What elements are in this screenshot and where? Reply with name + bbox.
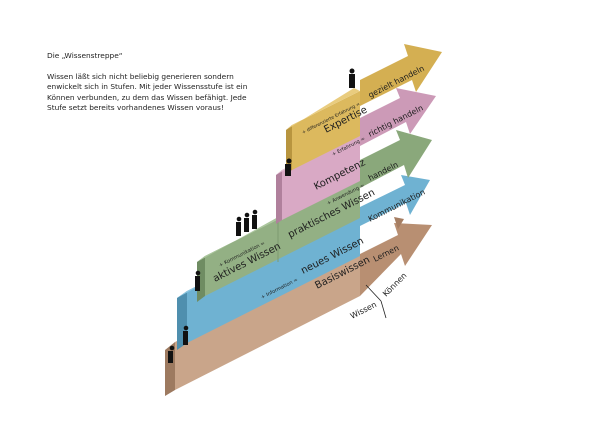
arrow-lernen-shape xyxy=(360,223,432,296)
person-icon xyxy=(285,158,292,176)
block-expertise xyxy=(292,91,360,170)
block-basiswissen xyxy=(175,248,360,390)
axis-label-koennen: Können xyxy=(381,271,408,298)
person-icon xyxy=(236,216,242,236)
step-expertise xyxy=(286,44,442,174)
people-figures xyxy=(168,68,355,363)
person-icon xyxy=(244,212,250,232)
intro-paragraph: Wissen läßt sich nicht beliebig generier… xyxy=(47,71,248,113)
intro-text-block: Die „Wissenstreppe“ Wissen läßt sich nic… xyxy=(47,51,267,124)
person-icon xyxy=(349,68,355,88)
axis-label-wissen: Wissen xyxy=(349,300,378,321)
person-icon xyxy=(252,209,258,229)
intro-title: Die „Wissenstreppe“ xyxy=(47,51,123,60)
person-icon xyxy=(195,270,201,291)
block-kompetenz xyxy=(282,131,360,220)
arrow-kommunikation-shape xyxy=(360,175,430,226)
axis-divider xyxy=(365,284,382,302)
arrow-gezielt-handeln-shape xyxy=(360,44,442,106)
arrow-richtig-handeln-shape xyxy=(360,88,436,146)
arrow-handeln-shape xyxy=(360,130,432,188)
block-side xyxy=(165,342,175,396)
block-green xyxy=(205,178,360,296)
person-icon xyxy=(168,345,175,363)
person-icon xyxy=(183,325,189,345)
